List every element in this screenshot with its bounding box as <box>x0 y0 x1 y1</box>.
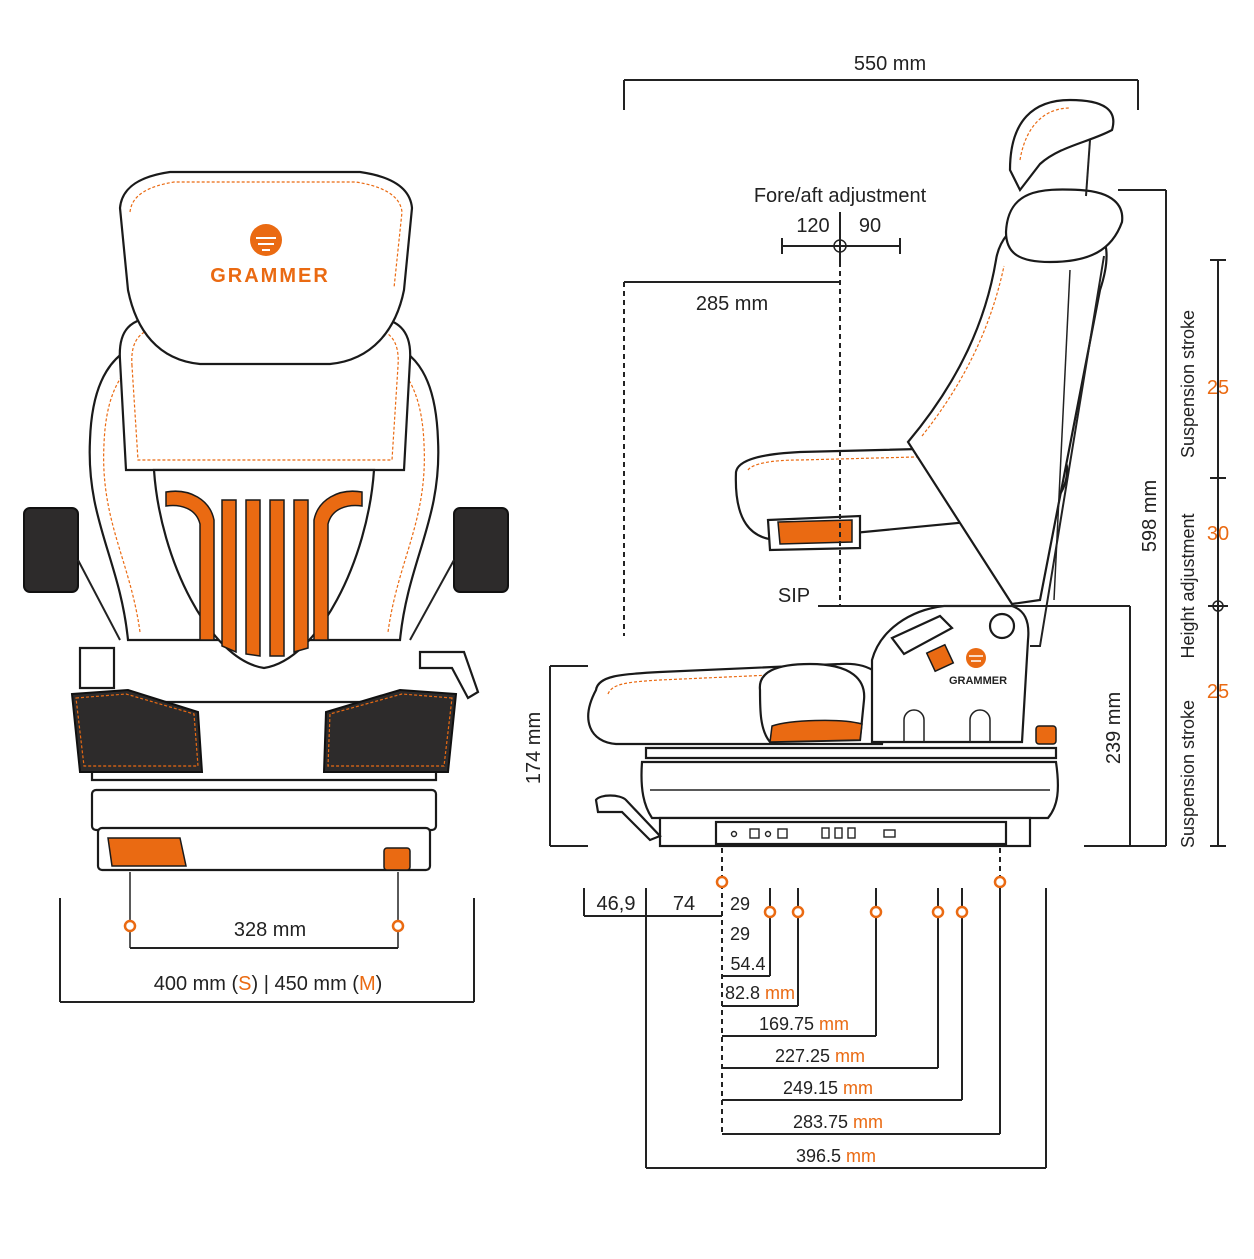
step-label-1: 29 <box>730 894 750 914</box>
caster-marker-left <box>123 919 137 933</box>
suspension-stroke-value-top: 25 <box>1207 377 1229 399</box>
side-control-panel <box>714 820 1008 846</box>
side-belt-tongue <box>925 643 955 673</box>
front-lumbar-motif <box>152 468 376 670</box>
front-grammer-logo-icon <box>250 224 282 256</box>
side-headrest-lower <box>1004 188 1124 264</box>
fore-aft-back: 90 <box>859 215 881 237</box>
front-dimensions: 328 mm 400 mm (S) | 450 mm (M) <box>59 872 475 1003</box>
mount-hole-marker-4 <box>931 905 945 919</box>
front-right-belt-buckle <box>418 650 480 700</box>
mount-dim-row-1: 82.8 mm <box>725 983 795 1003</box>
mount-hole-marker-2 <box>791 905 805 919</box>
front-right-armrest <box>453 507 509 593</box>
front-headrest <box>118 170 414 366</box>
side-fore-aft-lever <box>594 794 662 842</box>
step-label-2: 29 <box>730 924 750 944</box>
front-suspension-upper <box>90 788 438 832</box>
side-armrest-handle <box>777 519 853 545</box>
overall-height-label: 598 mm <box>1139 480 1161 552</box>
suspension-stroke-label-top: Suspension stroke <box>1178 310 1198 458</box>
mounting-dimensions: 46,9 74 29 29 54.4 82.8 mm 169.75 mm 227… <box>583 848 1047 1169</box>
offset-a-label: 46,9 <box>597 893 636 915</box>
front-view-seat: GRAMMER <box>23 170 509 872</box>
fore-aft-center-icon <box>833 239 847 253</box>
sip-horizontal-label: 285 mm <box>696 293 768 315</box>
fore-aft-title: Fore/aft adjustment <box>754 185 927 207</box>
sip-height-label: 239 mm <box>1103 692 1125 764</box>
side-view-seat: GRAMMER <box>587 98 1124 848</box>
caster-marker-right <box>391 919 405 933</box>
mount-dim-row-6: 396.5 mm <box>796 1146 876 1166</box>
side-bolster-accent <box>769 719 863 743</box>
front-left-armrest <box>23 507 79 593</box>
suspension-stroke-value-bottom: 25 <box>1207 681 1229 703</box>
mount-dim-row-5: 283.75 mm <box>793 1112 883 1132</box>
front-left-belt-buckle <box>78 646 116 690</box>
height-adjust-center-icon <box>1212 600 1224 612</box>
fore-aft-forward: 120 <box>796 215 829 237</box>
side-base-top-plate <box>644 746 1058 760</box>
seat-width-label: 400 mm (S) | 450 mm (M) <box>154 973 383 995</box>
mount-dim-row-3: 227.25 mm <box>775 1046 865 1066</box>
mount-hole-marker-5 <box>955 905 969 919</box>
mount-dim-row-4: 249.15 mm <box>783 1078 873 1098</box>
suspension-stroke-label-bottom: Suspension stroke <box>1178 700 1198 848</box>
side-belt-latch <box>890 614 954 656</box>
step-label-3: 54.4 <box>730 954 765 974</box>
mount-dim-row-2: 169.75 mm <box>759 1014 849 1034</box>
side-dimensions: 550 mm Fore/aft adjustment 120 90 285 mm… <box>523 53 1229 848</box>
front-right-pad-seam <box>327 693 453 767</box>
front-left-pad-seam <box>75 693 199 767</box>
front-lever-stub <box>383 847 411 871</box>
mount-hole-marker-end <box>993 875 1007 889</box>
overall-depth-label: 550 mm <box>854 53 926 75</box>
mount-hole-marker-1 <box>763 905 777 919</box>
offset-b-label: 74 <box>673 893 695 915</box>
front-headrest-seam <box>129 181 403 289</box>
control-panel-icons <box>730 827 896 839</box>
front-right-cushion-pad <box>322 688 458 773</box>
mount-hole-marker-3 <box>869 905 883 919</box>
front-brand-text: GRAMMER <box>210 265 330 287</box>
height-adjustment-label: Height adjustment <box>1178 513 1198 658</box>
side-backrest <box>906 211 1108 606</box>
side-headrest-upper <box>1008 98 1115 193</box>
side-rear-knob <box>1035 725 1057 745</box>
side-grammer-logo-icon <box>966 648 986 668</box>
height-adjustment-value: 30 <box>1207 523 1229 545</box>
front-left-cushion-pad <box>70 688 204 773</box>
mount-hole-marker-ref <box>715 875 729 889</box>
base-height-label: 174 mm <box>523 712 545 784</box>
side-brand-text: GRAMMER <box>949 675 1007 687</box>
caster-spacing-label: 328 mm <box>234 919 306 941</box>
sip-label: SIP <box>778 585 810 607</box>
front-adjust-knob <box>107 837 187 867</box>
